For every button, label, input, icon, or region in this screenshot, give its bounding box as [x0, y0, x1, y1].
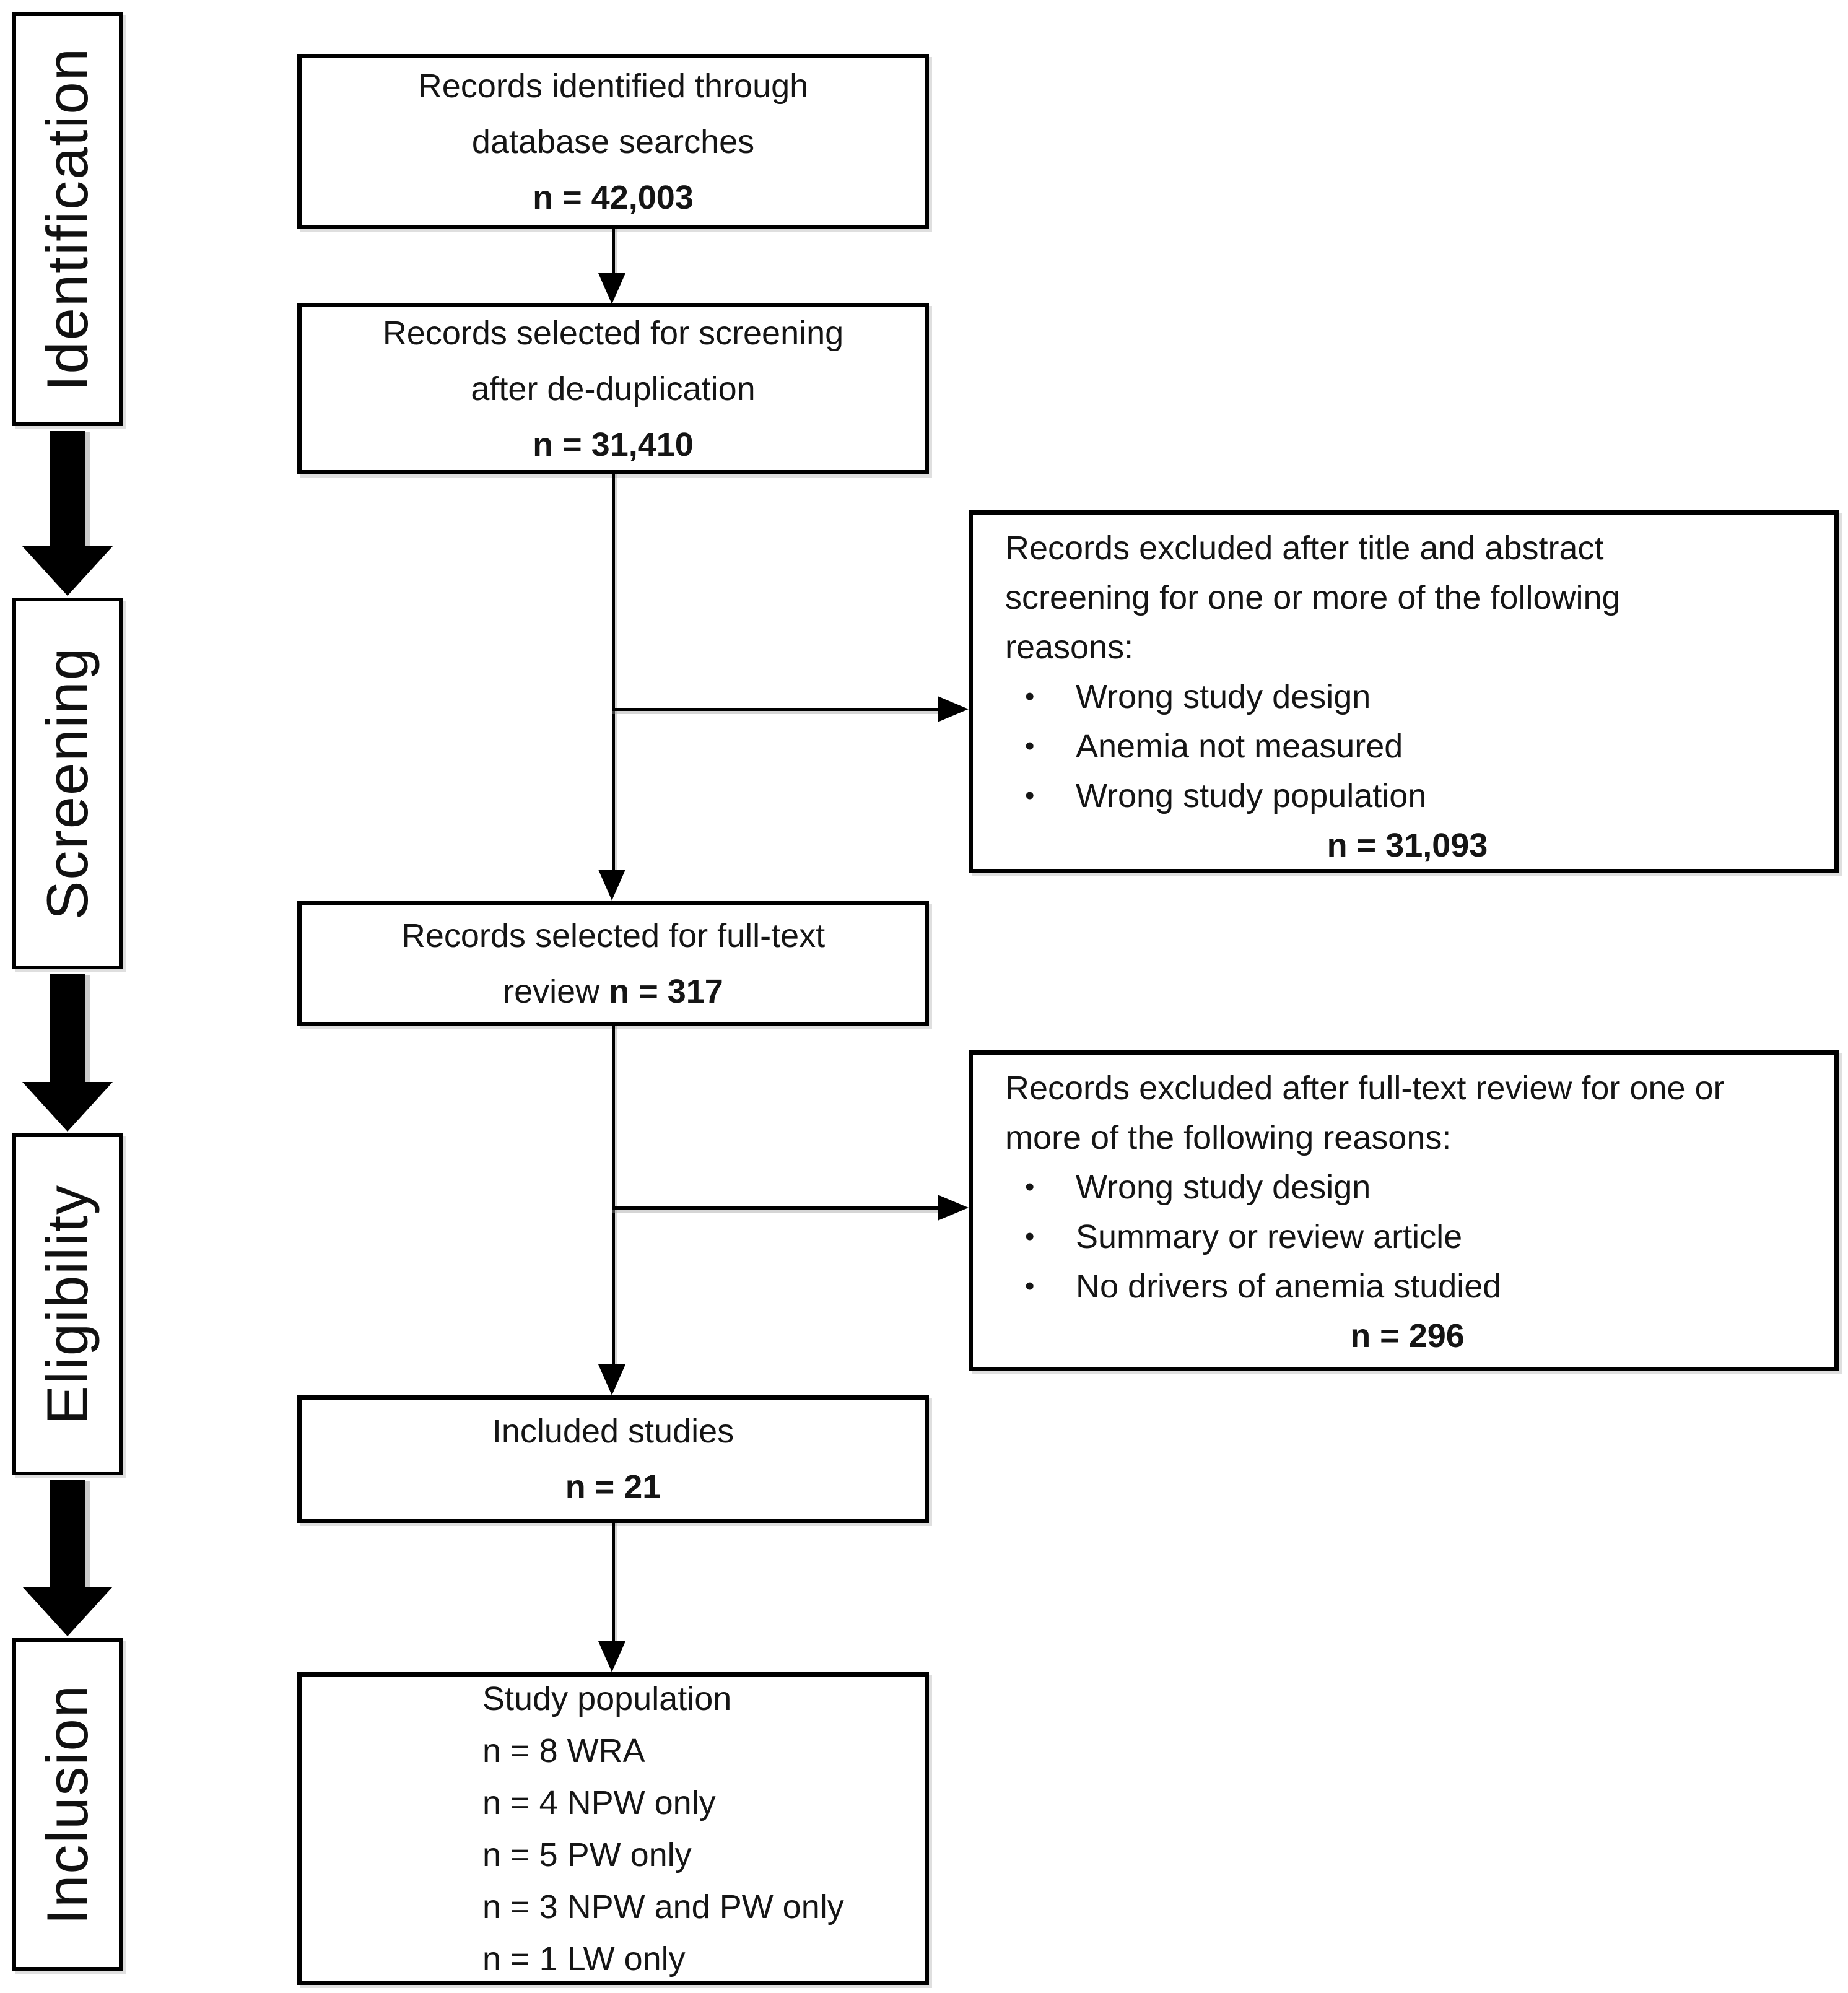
box-line-prefix: review	[503, 972, 609, 1010]
arrowhead-fulltext-included	[598, 1364, 625, 1395]
box-line: Records selected for full-text	[401, 917, 826, 954]
exclusion-reason-line: more of the following reasons:	[1005, 1119, 1452, 1156]
exclusion-reason-item: • Wrong study design	[1025, 1162, 1810, 1212]
population-title: Study population	[482, 1680, 732, 1717]
population-item: n = 5 PW only	[482, 1836, 692, 1873]
arrowhead-included-population	[598, 1641, 625, 1672]
population-item: n = 1 LW only	[482, 1940, 686, 1978]
exclusion-reason-item: • Wrong study design	[1025, 672, 1810, 722]
connector-fulltext-included	[612, 1026, 615, 1368]
exclusion-reason-item: • Summary or review article	[1025, 1212, 1810, 1262]
stage-arrow-head-3	[22, 1587, 113, 1636]
box-line: after de-duplication	[471, 370, 756, 408]
bullet-icon: •	[1025, 780, 1035, 811]
exclusion-reason-text: Summary or review article	[1076, 1218, 1463, 1255]
box-line: Records identified through	[417, 67, 809, 105]
box-line: review n = 317	[302, 964, 925, 1019]
box-line: Included studies	[492, 1413, 734, 1450]
bullet-icon: •	[1025, 681, 1035, 712]
stage-box-eligibility: Eligibility	[12, 1133, 123, 1475]
box-excluded-fulltext: Records excluded after full-text review …	[969, 1050, 1839, 1371]
population-item: n = 4 NPW only	[482, 1784, 716, 1821]
box-n-value: n = 31,410	[533, 425, 694, 463]
stage-box-identification: Identification	[12, 12, 123, 426]
bullet-icon: •	[1025, 731, 1035, 761]
bullet-icon: •	[1025, 1172, 1035, 1202]
arrowhead-identified-screened	[598, 273, 625, 304]
exclusion-reason-text: No drivers of anemia studied	[1076, 1268, 1502, 1305]
stage-label-screening: Screening	[35, 647, 100, 920]
stage-arrow-head-2	[22, 1082, 113, 1132]
box-included-studies: Included studies n = 21	[297, 1395, 929, 1523]
exclusion-reason-text: Anemia not measured	[1076, 728, 1403, 765]
stage-label-identification: Identification	[35, 47, 100, 391]
connector-screened-fulltext	[612, 474, 615, 873]
arrowhead-screened-fulltext	[598, 870, 625, 901]
box-n-value: n = 317	[609, 972, 723, 1010]
stage-arrow-head-1	[22, 546, 113, 596]
arrowhead-fulltext-exclusion	[938, 1195, 969, 1221]
stage-arrow-stem-1	[50, 431, 85, 546]
box-excluded-title-abstract: Records excluded after title and abstrac…	[969, 510, 1839, 873]
stage-arrow-stem-3	[50, 1480, 85, 1587]
bullet-icon: •	[1025, 1271, 1035, 1301]
branch-line-title-abstract-exclusion	[612, 708, 940, 711]
stage-box-screening: Screening	[12, 598, 123, 969]
branch-line-fulltext-exclusion	[612, 1206, 940, 1210]
stage-arrow-stem-2	[50, 974, 85, 1082]
box-records-screened: Records selected for screening after de-…	[297, 303, 929, 474]
box-n-value: n = 42,003	[533, 178, 694, 216]
exclusion-reason-line: Records excluded after title and abstrac…	[1005, 530, 1604, 567]
exclusion-n-value: n = 31,093	[1327, 827, 1488, 864]
stage-label-eligibility: Eligibility	[35, 1184, 100, 1424]
stage-box-inclusion: Inclusion	[12, 1638, 123, 1971]
box-records-identified: Records identified through database sear…	[297, 54, 929, 229]
connector-identified-screened	[612, 229, 615, 276]
arrowhead-title-abstract-exclusion	[938, 696, 969, 722]
exclusion-reason-item: • Wrong study population	[1025, 771, 1810, 821]
box-line: Records selected for screening	[382, 314, 844, 352]
population-item: n = 3 NPW and PW only	[482, 1888, 844, 1925]
population-item: n = 8 WRA	[482, 1732, 645, 1769]
bullet-icon: •	[1025, 1221, 1035, 1252]
exclusion-reason-line: screening for one or more of the followi…	[1005, 579, 1621, 616]
exclusion-reason-item: • Anemia not measured	[1025, 722, 1810, 771]
exclusion-reason-item: • No drivers of anemia studied	[1025, 1262, 1810, 1311]
connector-included-population	[612, 1523, 615, 1645]
exclusion-reason-text: Wrong study population	[1076, 777, 1427, 814]
exclusion-reason-line: reasons:	[1005, 629, 1134, 666]
stage-label-inclusion: Inclusion	[35, 1684, 100, 1925]
exclusion-reason-text: Wrong study design	[1076, 678, 1371, 715]
box-n-value: n = 21	[565, 1468, 661, 1506]
exclusion-reason-line: Records excluded after full-text review …	[1005, 1070, 1725, 1107]
box-line: database searches	[471, 123, 755, 160]
box-fulltext-review: Records selected for full-text review n …	[297, 901, 929, 1026]
box-study-population: Study population n = 8 WRA n = 4 NPW onl…	[297, 1672, 929, 1985]
exclusion-n-value: n = 296	[1350, 1317, 1465, 1354]
exclusion-reason-text: Wrong study design	[1076, 1169, 1371, 1206]
